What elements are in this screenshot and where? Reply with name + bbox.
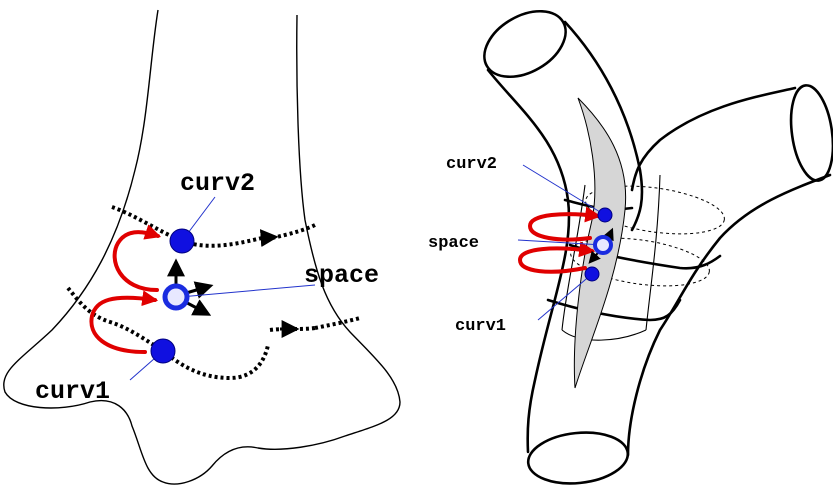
tube-branch-bottom-edge — [628, 175, 830, 455]
band-lower — [548, 300, 680, 320]
tube-opening-right — [786, 83, 833, 184]
label-space: space — [304, 261, 379, 290]
right-point-space — [595, 237, 611, 253]
tube-branch-top-edge — [632, 88, 795, 190]
lower-curve-right — [315, 318, 360, 328]
leader-space — [180, 285, 315, 297]
right-label-curv1: curv1 — [455, 317, 506, 336]
left-figure: curv2 space curv1 — [4, 10, 400, 484]
red-arrow-top — [115, 232, 158, 290]
point-curv2 — [170, 229, 194, 253]
label-curv1: curv1 — [35, 377, 110, 406]
upper-curve-arrow — [262, 237, 275, 238]
right-label-curv2: curv2 — [446, 155, 497, 174]
tube-opening-top — [473, 0, 577, 90]
point-space — [165, 286, 187, 308]
hidden-cylinder-bottom — [562, 330, 646, 340]
red-arrow-bottom — [91, 298, 155, 352]
label-curv2: curv2 — [180, 169, 255, 198]
right-point-curv1 — [585, 267, 599, 281]
tube-upper-left-edge — [488, 70, 569, 452]
right-leader-curv2 — [523, 165, 605, 215]
point-curv1 — [151, 339, 175, 363]
tube-opening-bottom — [526, 428, 631, 486]
right-red-arrow-top — [530, 214, 598, 239]
right-red-arrow-bottom — [520, 248, 592, 271]
right-label-space: space — [428, 234, 479, 253]
right-figure: curv2 space curv1 — [428, 0, 833, 486]
hidden-cylinder-right — [646, 175, 660, 330]
right-point-curv2 — [598, 208, 612, 222]
